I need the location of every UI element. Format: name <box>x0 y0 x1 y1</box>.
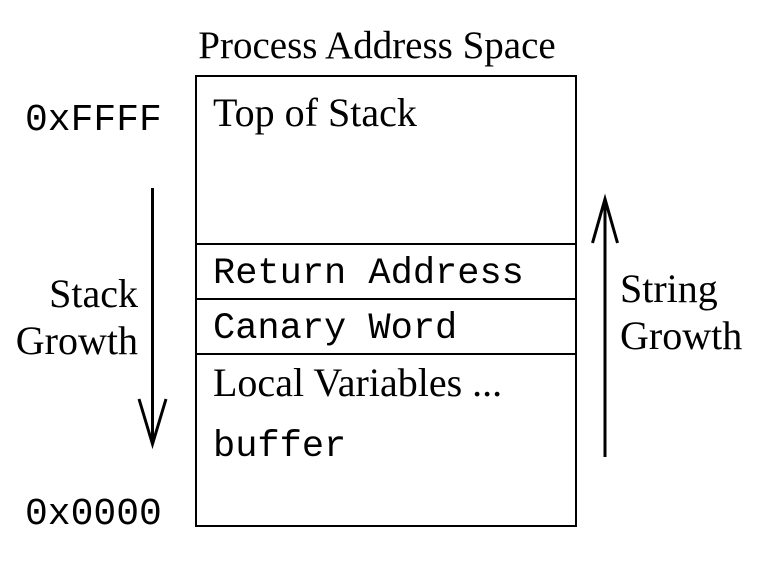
section-local-variables: Local Variables ... buffer <box>197 355 575 525</box>
string-growth-line2: Growth <box>620 313 743 358</box>
diagram-title: Process Address Space <box>198 24 556 67</box>
section-return-address: Return Address <box>197 245 575 300</box>
local-variables-label: Local Variables ... <box>213 360 503 405</box>
string-growth-up-arrow <box>591 193 619 457</box>
section-return-address-label: Return Address <box>213 253 524 295</box>
address-label-top: 0xFFFF <box>25 99 162 142</box>
stack-growth-line1: Stack <box>49 271 138 316</box>
string-growth-label: String Growth <box>620 265 742 359</box>
address-space-box: Top of Stack Return Address Canary Word … <box>195 75 577 527</box>
buffer-label: buffer <box>213 426 347 468</box>
address-label-bottom: 0x0000 <box>25 493 162 536</box>
section-top-of-stack-label: Top of Stack <box>213 90 417 135</box>
section-top-of-stack: Top of Stack <box>197 77 575 245</box>
string-growth-line1: String <box>620 266 718 311</box>
section-canary-word-label: Canary Word <box>213 308 458 350</box>
stack-growth-label: Stack Growth <box>0 270 138 364</box>
section-canary-word: Canary Word <box>197 300 575 355</box>
stack-growth-line2: Growth <box>15 318 138 363</box>
stack-growth-down-arrow <box>137 188 168 450</box>
